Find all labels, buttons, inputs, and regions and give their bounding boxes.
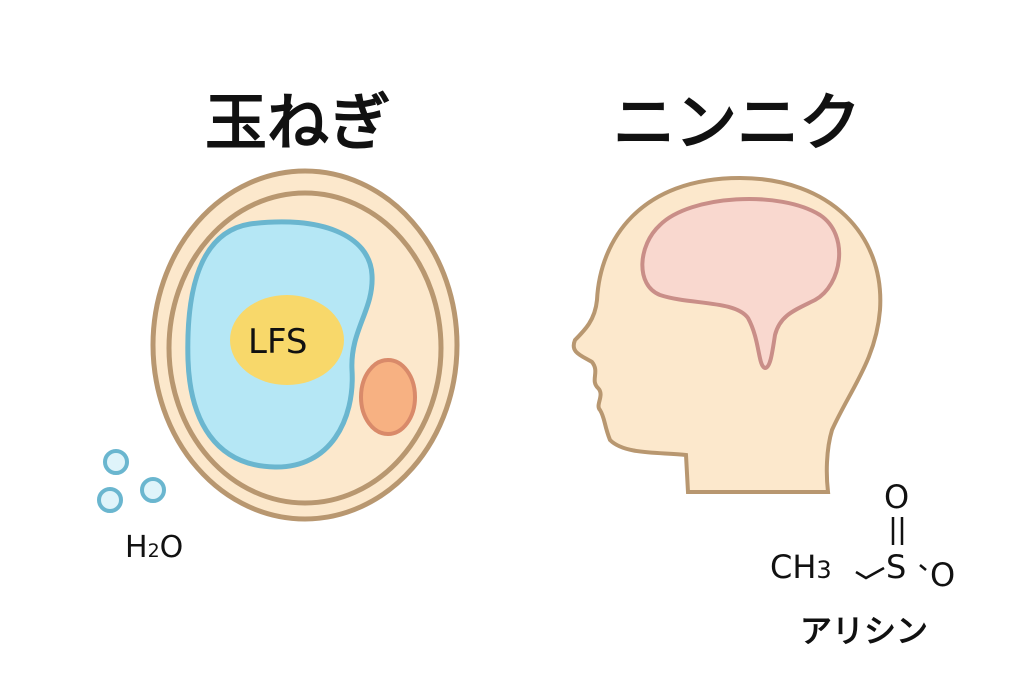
water-o: O: [159, 530, 184, 565]
oxygen-top: O: [884, 478, 910, 516]
lfs-label: LFS: [248, 322, 308, 362]
single-bond: [919, 564, 927, 571]
allicin-label: アリシン: [800, 612, 929, 650]
water-subscript: 2: [147, 540, 160, 562]
ch3-main: CH: [770, 548, 817, 586]
water-bubble: [140, 477, 166, 503]
ch3-subscript: 3: [816, 556, 832, 584]
ch3-group: CH3: [770, 548, 832, 586]
lfs-blob: [230, 295, 344, 385]
water-bubble: [97, 487, 123, 513]
onion-title: 玉ねぎ: [204, 86, 392, 159]
water-bubble: [103, 449, 129, 475]
brain: [640, 196, 842, 371]
water-h: H: [125, 530, 148, 565]
single-bond: [855, 566, 885, 580]
oxygen-right: O: [930, 556, 956, 594]
nucleus: [359, 358, 417, 436]
water-label: H2O: [125, 530, 183, 565]
sulfur-atom: S: [886, 548, 907, 586]
garlic-title: ニンニク: [612, 86, 862, 159]
